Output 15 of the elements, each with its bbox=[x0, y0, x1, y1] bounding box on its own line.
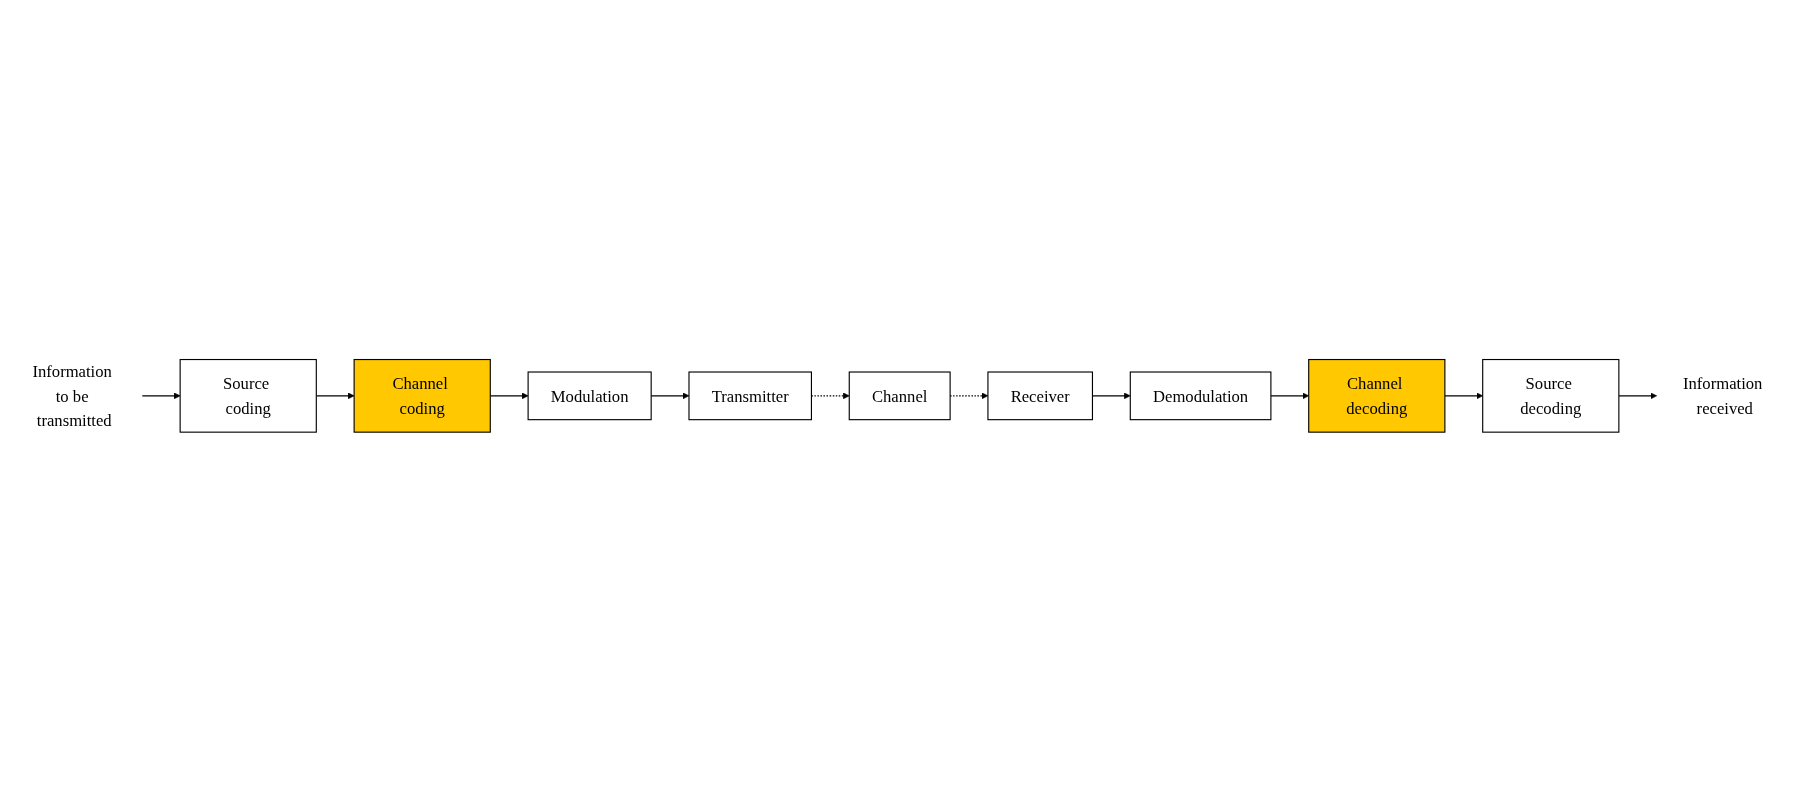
node-box: Modulation bbox=[527, 371, 652, 420]
node-box: Receiver bbox=[987, 371, 1094, 420]
node-box: Demodulation bbox=[1129, 371, 1272, 420]
node-box: Channel bbox=[848, 371, 951, 420]
arrow bbox=[1444, 392, 1483, 399]
arrow bbox=[1270, 392, 1309, 399]
arrow bbox=[1618, 392, 1657, 399]
node-text: Information received bbox=[1682, 373, 1763, 418]
node-box: Transmitter bbox=[688, 371, 812, 420]
arrow bbox=[141, 392, 181, 399]
node-box: Channel coding bbox=[353, 358, 491, 433]
node-box: Source coding bbox=[179, 358, 317, 433]
node-text: Information to be transmitted bbox=[32, 361, 112, 430]
node-box: Channel decoding bbox=[1308, 358, 1446, 433]
node-box: Source decoding bbox=[1482, 358, 1620, 433]
